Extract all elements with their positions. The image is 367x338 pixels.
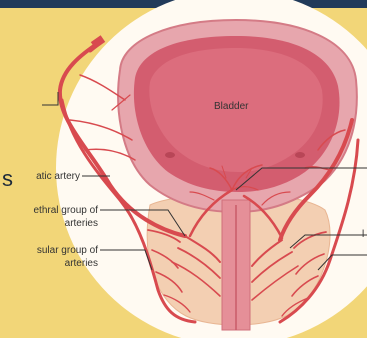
leader-top-left [42,92,58,105]
edge-letter-s: s [2,166,13,192]
label-urethral-group-line2: arteries [8,218,98,230]
ureteric-orifice-right [295,152,305,158]
label-urethral-group-line1: ethral group of [8,205,98,217]
ureteric-orifice-left [165,152,175,158]
label-prostatic-artery: atic artery [18,171,80,183]
edge-letter-l: l [362,229,364,241]
label-bladder: Bladder [214,101,248,113]
label-capsular-group-line1: sular group of [8,245,98,257]
label-capsular-group-line2: arteries [8,258,98,270]
